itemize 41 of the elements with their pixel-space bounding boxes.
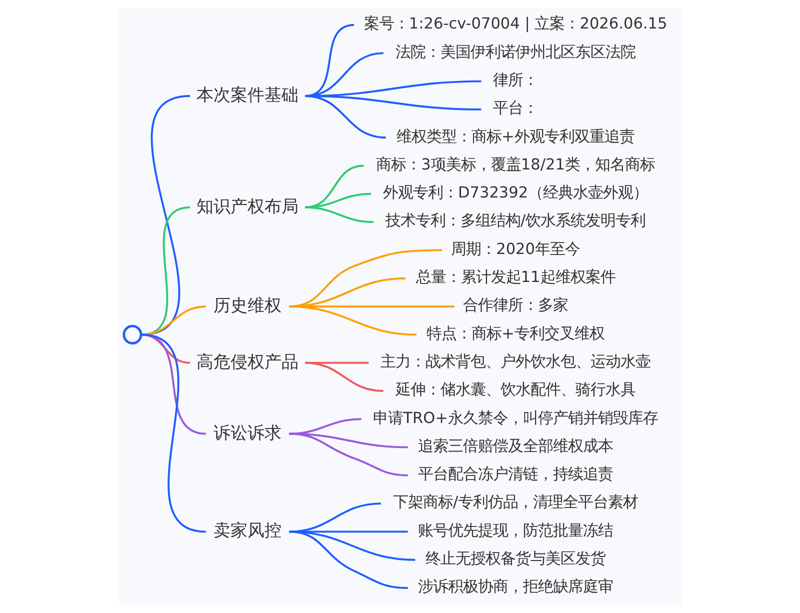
node-text: 周期：2020年至今 xyxy=(450,240,580,258)
connector xyxy=(304,362,383,392)
node-text: 合作律所：多家 xyxy=(462,296,568,314)
connector xyxy=(304,164,364,208)
connector xyxy=(140,334,190,364)
node-text: 追索三倍赔偿及全部维权成本 xyxy=(418,436,613,455)
connector xyxy=(288,530,408,589)
node-text: 外观专利：D732392（经典水壶外观） xyxy=(382,184,648,202)
node-text: 法院：美国伊利诺伊州北区东区法院 xyxy=(395,42,636,61)
node-text: 主力：战术背包、户外饮水包、运动水壶 xyxy=(380,352,650,370)
node-text: 高危侵权产品 xyxy=(196,352,298,372)
connector xyxy=(288,306,416,336)
connector xyxy=(288,432,408,476)
connector xyxy=(288,418,361,435)
connector xyxy=(304,206,374,224)
connector xyxy=(140,334,206,435)
node-text: 历史维权 xyxy=(213,296,282,316)
node-text: 知识产权布局 xyxy=(196,196,298,217)
connector xyxy=(288,530,415,561)
connector xyxy=(288,530,408,533)
node-text: 下架商标/专利仿品，清理全平台素材 xyxy=(392,493,638,512)
node-text: 账号优先提现，防范批量冻结 xyxy=(418,521,613,540)
node-text: 平台配合冻户清链，持续追责 xyxy=(418,465,613,484)
node-text: 技术专利：多组结构/饮水系统发明专利 xyxy=(384,212,646,230)
node-text: 商标：3项美标，覆盖18/21类，知名商标 xyxy=(376,155,654,174)
connector xyxy=(304,95,386,139)
node-text: 特点：商标+专利交叉维权 xyxy=(426,324,604,342)
node-text: 申请TRO+永久禁令，叫停产销并销毁库存 xyxy=(372,408,658,427)
connector xyxy=(140,334,206,533)
node-text: 延伸：储水囊、饮水配件、骑行水具 xyxy=(395,380,636,399)
node-text: 诉讼诉求 xyxy=(213,423,282,444)
node-text: 卖家风控 xyxy=(213,521,282,542)
node-text: 涉诉积极协商，拒绝缺席庭审 xyxy=(418,578,613,596)
node-text: 总量：累计发起11起维权案件 xyxy=(415,268,615,286)
node-text: 本次案件基础 xyxy=(196,86,298,106)
node-text: 案号：1:26-cv-07004 | 立案：2026.06.15 xyxy=(363,14,667,33)
node-text: 律所： xyxy=(492,70,538,89)
node-text: 维权类型：商标+外观专利双重追责 xyxy=(396,127,634,146)
node-text: 平台： xyxy=(492,99,538,118)
node-circle xyxy=(122,324,142,344)
node-text: 终止无授权备货与美区发货 xyxy=(425,550,606,568)
